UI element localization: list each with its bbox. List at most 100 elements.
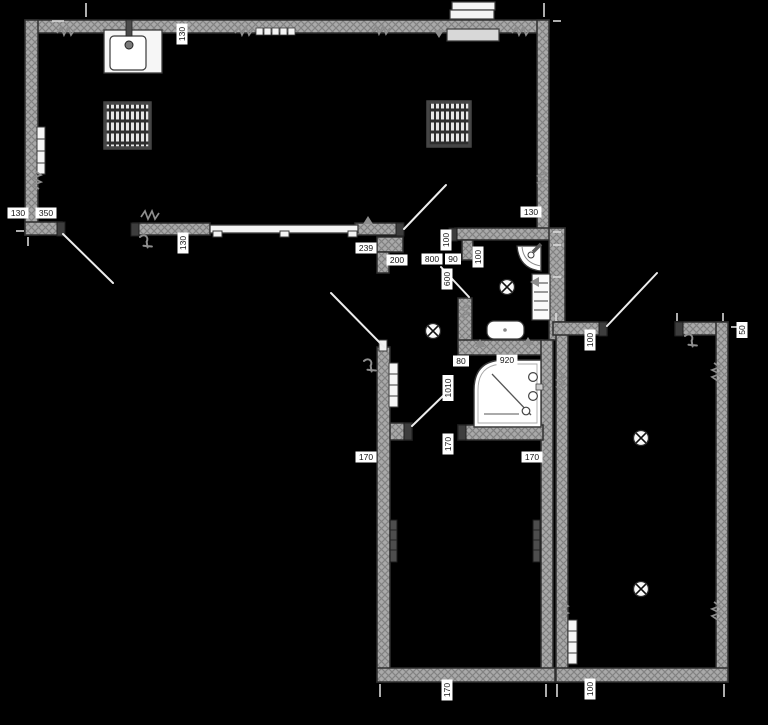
- dimension-label-text: 130: [524, 207, 538, 217]
- wall-cap: [674, 321, 684, 337]
- break-mark-path: [557, 601, 571, 621]
- wall-segment: [540, 339, 554, 683]
- break-mark-icon: [371, 23, 391, 37]
- dimension-label-text: 170: [443, 437, 453, 451]
- dimension-label-text: 130: [11, 208, 25, 218]
- wall-segment: [132, 222, 211, 236]
- break-mark-icon: [458, 301, 472, 321]
- break-mark-path: [458, 301, 472, 321]
- door-swing: [411, 393, 446, 427]
- wall-segment: [376, 346, 391, 683]
- towel-radiator: [534, 282, 548, 311]
- pointer-mark-shape: [363, 216, 373, 224]
- break-mark-icon: [709, 601, 723, 621]
- window-notch: [279, 230, 290, 238]
- pointer-mark-icon: [434, 30, 444, 38]
- pointer-mark-shape: [475, 339, 485, 347]
- pointer-mark-icon: [530, 277, 539, 287]
- pointer-mark-icon: [523, 337, 533, 345]
- dimension-label-text: 170: [442, 683, 452, 697]
- dimension-label: 1010: [442, 375, 454, 401]
- wall-cap: [56, 221, 66, 237]
- dimension-label-text: 350: [39, 208, 53, 218]
- dimension-label-bg: [442, 433, 454, 455]
- dimension-label-bg: [177, 232, 189, 254]
- break-mark-icon: [30, 170, 44, 190]
- dimension-label-text: 600: [442, 272, 452, 286]
- dimension-label-bg: [453, 355, 469, 367]
- counter-square: [255, 27, 264, 36]
- wall-segment: [24, 221, 63, 236]
- dimension-label-text: 100: [585, 682, 595, 696]
- dimension-label: 80: [453, 355, 469, 367]
- dimension-label-bg: [442, 375, 454, 401]
- pointer-mark-shape: [434, 30, 444, 38]
- window-notch: [212, 230, 223, 238]
- break-mark-path: [56, 24, 76, 38]
- dimension-label-text: 170: [525, 452, 539, 462]
- shower-drain: [521, 406, 531, 416]
- dimension-label-bg: [472, 246, 484, 268]
- wall-segment: [555, 667, 729, 683]
- drain-x: [635, 432, 647, 444]
- break-mark-path: [140, 208, 160, 222]
- door-swing: [403, 184, 447, 230]
- shower-tray: [477, 363, 538, 424]
- break-mark-path: [535, 168, 549, 188]
- dimension-label-text: 130: [178, 236, 188, 250]
- wall-segment: [715, 321, 729, 683]
- break-mark-icon: [511, 24, 531, 38]
- dimension-label-bg: [7, 207, 29, 219]
- dimension-label-text: 100: [441, 233, 451, 247]
- dimension-label-bg: [736, 322, 748, 338]
- section-mark-icon: [138, 234, 153, 249]
- break-mark-icon: [709, 362, 723, 382]
- dimension-label-bg: [386, 254, 408, 266]
- break-mark-path: [709, 601, 723, 621]
- bathtub-drain: [503, 328, 507, 332]
- corner-basin: [521, 245, 542, 267]
- dimension-label-bg: [35, 207, 57, 219]
- wall-cap: [598, 321, 608, 337]
- dimension-label: 100: [472, 246, 484, 268]
- door-swing: [606, 272, 658, 327]
- pointer-mark-icon: [363, 216, 373, 224]
- dimension-label: 130: [520, 206, 542, 218]
- dimension-label-bg: [440, 229, 452, 251]
- wall-cap: [457, 424, 467, 441]
- counter-square: [279, 27, 288, 36]
- break-mark-path: [709, 362, 723, 382]
- radiator: [568, 630, 577, 654]
- dimension-label: 170: [441, 679, 453, 701]
- dimension-label-text: 920: [500, 355, 514, 365]
- drain-x: [501, 281, 513, 293]
- break-mark-icon: [56, 24, 76, 38]
- shower-mixer: [527, 372, 538, 383]
- section-mark-path: [138, 234, 153, 249]
- break-mark-icon: [554, 372, 568, 392]
- window-notch: [347, 230, 358, 238]
- shower-mixer: [527, 391, 538, 402]
- door-swing: [62, 233, 114, 284]
- dimension-label-text: 100: [473, 250, 483, 264]
- dimension-label: 170: [521, 451, 543, 463]
- dimension-label-bg: [441, 268, 453, 290]
- counter-square: [263, 27, 272, 36]
- dimension-label-text: 239: [359, 243, 373, 253]
- door-swing: [330, 292, 385, 348]
- pointer-mark-shape: [523, 337, 533, 345]
- wall-segment: [461, 239, 474, 261]
- dimension-label: 800: [421, 253, 443, 265]
- dimension-label-text: 800: [425, 254, 439, 264]
- appliance-box: [451, 1, 496, 11]
- dimension-label-text: 50: [737, 325, 747, 335]
- dimension-label-text: 170: [359, 452, 373, 462]
- drain-x: [635, 583, 647, 595]
- break-mark-path: [234, 24, 254, 38]
- section-mark-icon: [362, 358, 377, 373]
- break-mark-icon: [557, 601, 571, 621]
- corner-basin-faucet: [531, 242, 543, 254]
